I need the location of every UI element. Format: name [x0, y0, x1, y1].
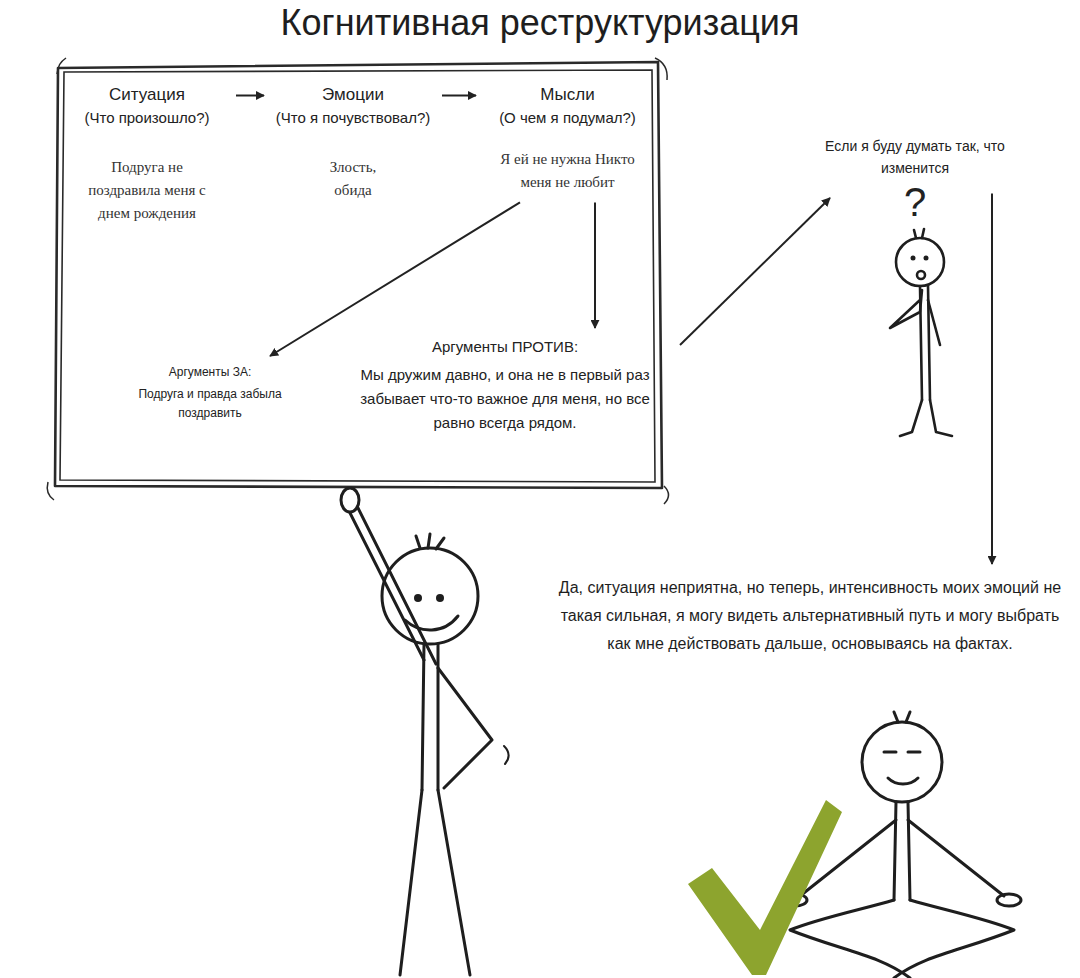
arguments-for: Аргументы ЗА: Подруга и правда забыла поз…	[120, 362, 300, 425]
question-note: Если я буду думать так, что изменится	[790, 134, 1040, 181]
figure-hair	[894, 712, 910, 722]
argument-text: Подруга и правда забыла поздравить	[122, 385, 298, 423]
figure-mouth	[917, 271, 925, 279]
figure-eye	[911, 256, 916, 261]
figure-torso	[894, 802, 910, 900]
figure-closed-eyes	[884, 751, 920, 754]
argument-text: Мы дружим давно, и она не в первый раз з…	[358, 363, 652, 435]
figure-arm-to-chin	[890, 290, 922, 328]
question-text: Если я буду думать так, что изменится	[792, 136, 1038, 179]
figure-hair	[914, 229, 924, 238]
argument-heading: Аргументы ПРОТИВ:	[358, 336, 652, 359]
board-inner-outline	[60, 70, 655, 482]
figure-arm	[928, 300, 940, 345]
figure-eye	[436, 594, 444, 602]
sketch-stroke	[47, 482, 54, 500]
figure-raised-arm	[346, 505, 436, 664]
figure-leg	[790, 900, 910, 978]
figure-arm-on-hip	[438, 668, 492, 788]
figure-leg	[894, 900, 1014, 978]
situation-text: Подруга не поздравила меня с днем рожден…	[87, 156, 207, 226]
thoughts-column: Мысли(О чем я подумал?) Я ей не нужна Ник…	[480, 82, 655, 196]
flow-arrow	[236, 95, 264, 97]
diagram-title: Когнитивная реструктуризация	[0, 0, 1080, 45]
emotions-column: Эмоции(Что я почувствовал?) Злость, обида	[268, 82, 438, 204]
flow-arrow	[991, 193, 993, 564]
column-question: (Что я почувствовал?)	[270, 107, 436, 128]
column-heading: Ситуация	[64, 84, 230, 107]
arguments-against: Аргументы ПРОТИВ: Мы дружим давно, и она …	[356, 334, 654, 437]
flow-arrow	[442, 95, 476, 97]
figure-head	[382, 548, 478, 644]
leader-arrow	[680, 198, 830, 345]
figure-hair	[416, 534, 444, 549]
figure-legs	[900, 400, 952, 436]
conclusion-note: Да, ситуация неприятна, но теперь, интен…	[548, 572, 1072, 660]
check-mark	[688, 800, 842, 975]
board-outline	[55, 62, 662, 488]
column-heading: Мысли	[482, 84, 653, 107]
motion-stroke	[504, 746, 509, 764]
emotion-text: Злость, обида	[313, 156, 393, 203]
figure-hand	[341, 488, 359, 512]
thought-text: Я ей не нужна Никто меня не любит	[493, 148, 643, 195]
figure-eye	[924, 256, 929, 261]
sketch-stroke	[57, 58, 66, 74]
figure-torso	[422, 644, 438, 790]
figure-legs	[400, 790, 470, 975]
situation-column: Ситуация(Что произошло?) Подруга не поздр…	[62, 82, 232, 228]
figure-head	[896, 238, 944, 286]
column-heading: Эмоции	[270, 84, 436, 107]
column-question: (Что произошло?)	[64, 107, 230, 128]
standing-figure	[341, 488, 509, 975]
flow-arrow	[594, 202, 596, 328]
figure-smile	[888, 778, 918, 784]
figure-head	[862, 722, 942, 802]
figure-hand	[997, 894, 1021, 906]
sketch-stroke	[664, 486, 669, 504]
question-mark: ?	[904, 182, 926, 222]
flow-arrow	[270, 202, 520, 356]
sketch-stroke	[655, 58, 667, 80]
conclusion-text: Да, ситуация неприятна, но теперь, интен…	[550, 574, 1070, 658]
thinking-figure	[890, 229, 952, 436]
figure-eye	[414, 594, 422, 602]
argument-heading: Аргументы ЗА:	[122, 364, 298, 381]
column-question: (О чем я подумал?)	[482, 107, 653, 128]
